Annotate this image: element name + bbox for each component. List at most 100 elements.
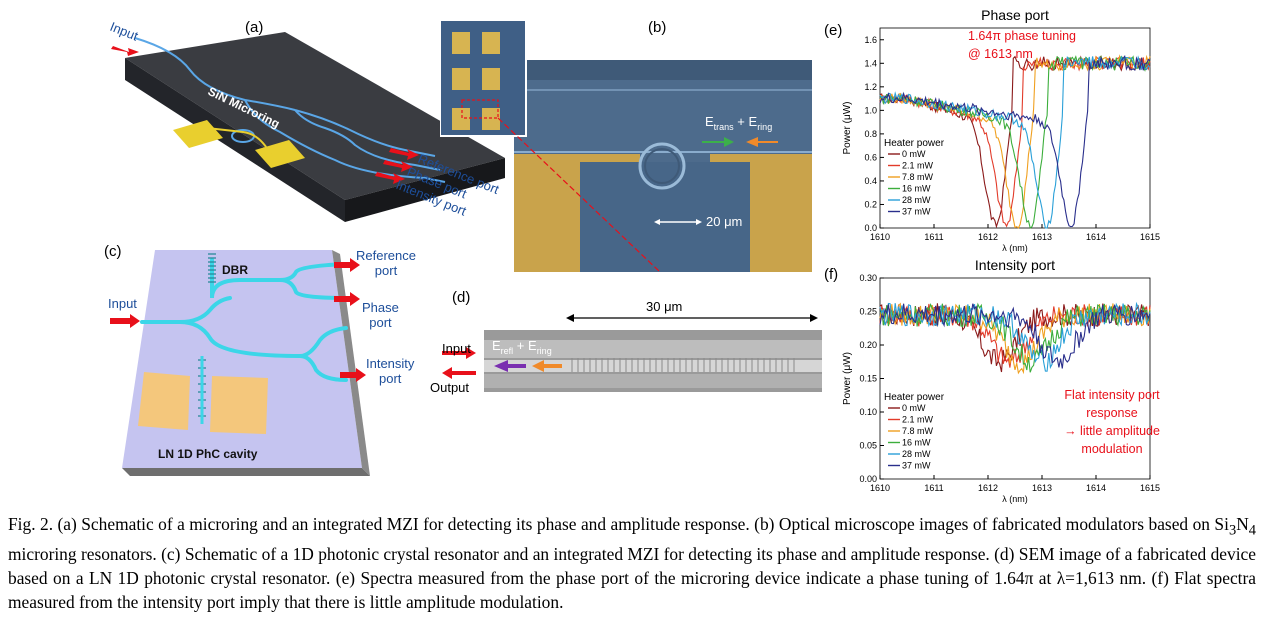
chart-title: Phase port — [981, 7, 1049, 23]
x-tick-label: 1614 — [1086, 232, 1106, 242]
legend-entry: 2.1 mW — [902, 415, 934, 425]
legend-entry: 37 mW — [902, 461, 931, 471]
x-tick-label: 1611 — [924, 232, 943, 242]
panel-c-label: (c) — [104, 243, 122, 260]
orange-arrow-icon — [746, 137, 778, 147]
reference-arrow-icon — [389, 148, 419, 160]
waveguide-middle — [294, 109, 441, 171]
purple-arrow-icon — [494, 360, 526, 372]
inset-zoom-box — [461, 99, 499, 119]
top-rail — [514, 60, 812, 80]
ln-chip-bottom — [122, 468, 370, 476]
gap-region — [580, 162, 750, 272]
y-tick-label: 0.0 — [864, 223, 877, 233]
chart-annotation: → little amplitude — [1064, 424, 1160, 438]
orange-arrow-d-icon — [532, 360, 562, 372]
green-arrow-icon — [702, 137, 734, 147]
input-label-c: Input — [108, 296, 137, 311]
waveguide-upper — [294, 109, 436, 157]
y-tick-label: 1.2 — [864, 82, 877, 92]
x-tick-label: 1612 — [978, 232, 998, 242]
y-tick-label: 0.4 — [864, 176, 877, 186]
legend-entry: 0 mW — [902, 403, 926, 413]
panel-a-label: (a) — [245, 19, 264, 36]
legend-entry: 16 mW — [902, 184, 931, 194]
scale-d-right — [810, 314, 818, 322]
y-axis-label: Power (μW) — [842, 102, 853, 155]
x-tick-label: 1614 — [1086, 483, 1106, 493]
inset-pad — [452, 32, 470, 54]
inset-pad — [482, 32, 500, 54]
legend-entry: 16 mW — [902, 438, 931, 448]
x-tick-label: 1611 — [924, 483, 943, 493]
x-tick-label: 1615 — [1140, 483, 1160, 493]
y-tick-label: 0.30 — [859, 273, 877, 283]
mzi-waveguides — [140, 258, 348, 382]
y-tick-label: 0.8 — [864, 129, 877, 139]
sem-waveguide — [484, 360, 822, 372]
sem-band-bottom — [484, 374, 822, 388]
y-tick-label: 1.0 — [864, 105, 877, 115]
electrode-right — [710, 154, 812, 272]
legend-entry: 2.1 mW — [902, 161, 934, 171]
legend-entry: 7.8 mW — [902, 172, 934, 182]
input-label: Input — [108, 19, 141, 44]
legend-title: Heater power — [884, 392, 945, 403]
intensity-arrow-icon — [375, 172, 405, 184]
output-label-d: Output — [430, 380, 470, 395]
waveguide-lower — [244, 99, 446, 183]
heater-pad-left — [173, 120, 223, 148]
y-tick-label: 0.00 — [859, 474, 877, 484]
panel-e-label: (e) — [824, 22, 843, 39]
legend-entry: 28 mW — [902, 449, 931, 459]
chart-annotation: @ 1613 nm — [968, 47, 1033, 61]
legend-entry: 28 mW — [902, 195, 931, 205]
panel-c: DBR LN 1D PhC cavity — [100, 240, 440, 485]
ln-chip-top — [122, 250, 362, 468]
chart-annotation: modulation — [1081, 442, 1142, 456]
x-tick-label: 1615 — [1140, 232, 1160, 242]
phase-arrow-c-icon — [334, 292, 360, 306]
phase-port-chart: Phase port 1610 1611 1612 1613 1614 1615 0.0 0.2… — [842, 7, 1160, 253]
panel-b-microscope: 20 μm Etrans + Ering — [439, 19, 812, 273]
panel-b-label: (b) — [648, 19, 667, 36]
y-tick-label: 0.15 — [859, 374, 877, 384]
legend-entry: 7.8 mW — [902, 426, 934, 436]
ln-chip-side — [332, 250, 370, 476]
y-tick-label: 0.05 — [859, 441, 877, 451]
x-tick-label: 1610 — [870, 483, 890, 493]
heater-pad-right — [255, 140, 305, 168]
y-tick-label: 0.2 — [864, 199, 877, 209]
microring-resonator — [638, 142, 686, 190]
series-line-37-mW — [879, 303, 1151, 369]
y-tick-label: 1.6 — [864, 35, 877, 45]
chart-annotation: response — [1086, 406, 1137, 420]
series-line-37-mW — [879, 55, 1151, 228]
panel-c-schematic: DBR LN 1D PhC cavity — [110, 250, 370, 476]
sem-band-top — [484, 340, 822, 358]
inset-pad — [452, 108, 470, 130]
series-line-7.8-mW — [879, 54, 1151, 229]
x-tick-label: 1610 — [870, 232, 890, 242]
y-tick-label: 0.20 — [859, 340, 877, 350]
field-label-d: Erefl + Ering — [492, 338, 552, 356]
inset-pad — [482, 108, 500, 130]
zoom-line — [497, 117, 661, 273]
dbr-label: DBR — [222, 263, 248, 277]
legend-title: Heater power — [884, 138, 945, 149]
field-label-b: Etrans + Ering — [705, 114, 772, 132]
input-waveguide — [134, 37, 296, 111]
cavity-label: LN 1D PhC cavity — [158, 447, 258, 461]
y-axis-label: Power (μW) — [842, 352, 853, 405]
inset-pad — [482, 68, 500, 90]
x-tick-label: 1613 — [1032, 232, 1052, 242]
dbr-grating — [208, 253, 216, 283]
y-tick-label: 0.10 — [859, 407, 877, 417]
electrode-left — [514, 154, 640, 272]
scale-label-d: 30 μm — [646, 299, 683, 314]
legend-entry: 0 mW — [902, 149, 926, 159]
input-label-d: Input — [442, 341, 471, 356]
output-arrow-d-icon — [442, 367, 476, 379]
